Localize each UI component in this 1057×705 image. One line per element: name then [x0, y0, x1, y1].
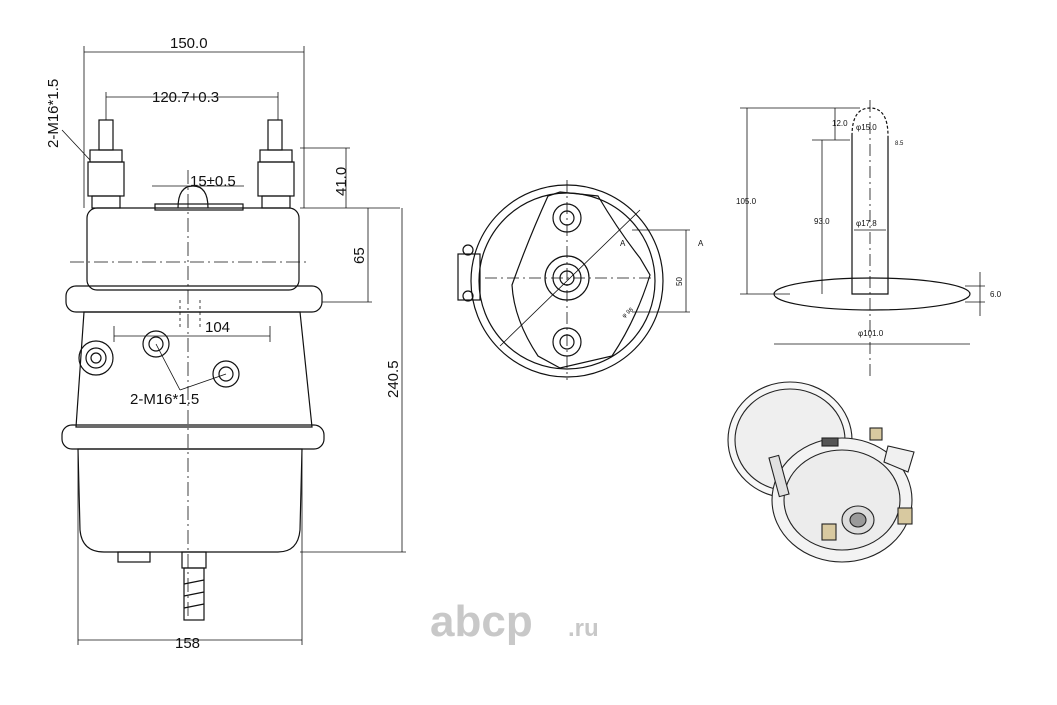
section-mark-right: A — [698, 239, 704, 248]
stud-spacing-label: 120.7+0.3 — [152, 89, 219, 106]
stud-left — [87, 119, 125, 209]
port-thread-label: 2-M16*1.5 — [130, 391, 199, 408]
bottom-width-label: 158 — [175, 635, 200, 652]
dome-height-label: 15±0.5 — [190, 173, 236, 190]
tip-diameter-label: φ15.0 — [856, 123, 877, 132]
front-dimension-lines — [61, 46, 406, 645]
upper-housing — [86, 207, 300, 291]
plate-diameter-label: φ101.0 — [858, 329, 884, 338]
rod-diameter-label: φ17.8 — [856, 219, 877, 228]
end-plate — [511, 191, 651, 369]
overall-length-label: 105.0 — [736, 197, 757, 206]
iso-stud-2 — [897, 507, 913, 525]
watermark-brand: abcp — [430, 597, 533, 646]
iso-bracket — [883, 445, 915, 473]
plate-thickness-label: 6.0 — [990, 290, 1002, 299]
pushrod-view — [740, 100, 985, 380]
end-offset-label: 50 — [675, 277, 684, 286]
iso-clamp — [768, 454, 790, 498]
front-view — [61, 46, 406, 645]
isometric-view — [727, 381, 915, 563]
end-clamp — [457, 253, 481, 301]
iso-port-1 — [869, 427, 883, 441]
overall-width-label: 150.0 — [170, 35, 208, 52]
tip-offset-label: 8.5 — [895, 141, 904, 147]
overall-height-label: 240.5 — [385, 360, 402, 398]
iso-stud-1 — [821, 523, 837, 541]
lower-flange — [61, 424, 325, 450]
watermark-suffix: .ru — [568, 615, 599, 642]
port-2 — [212, 360, 240, 388]
section-mark-left: A — [620, 239, 626, 248]
pushrod-stub — [181, 551, 207, 569]
end-view — [457, 180, 690, 380]
section-height-label: 65 — [351, 247, 368, 264]
middle-body — [75, 311, 313, 428]
stud-right — [257, 119, 295, 209]
tip-height-label: 12.0 — [832, 119, 848, 128]
port-left-side — [78, 340, 114, 376]
port-1 — [142, 330, 170, 358]
port-spacing-label: 104 — [205, 319, 230, 336]
watermark-logo: abcp .ru — [430, 597, 599, 646]
lower-chamber — [77, 448, 303, 553]
rod-length-label: 93.0 — [814, 217, 830, 226]
stud-height-label: 41.0 — [333, 167, 350, 196]
stud-thread-label: 2-M16*1.5 — [45, 79, 62, 148]
